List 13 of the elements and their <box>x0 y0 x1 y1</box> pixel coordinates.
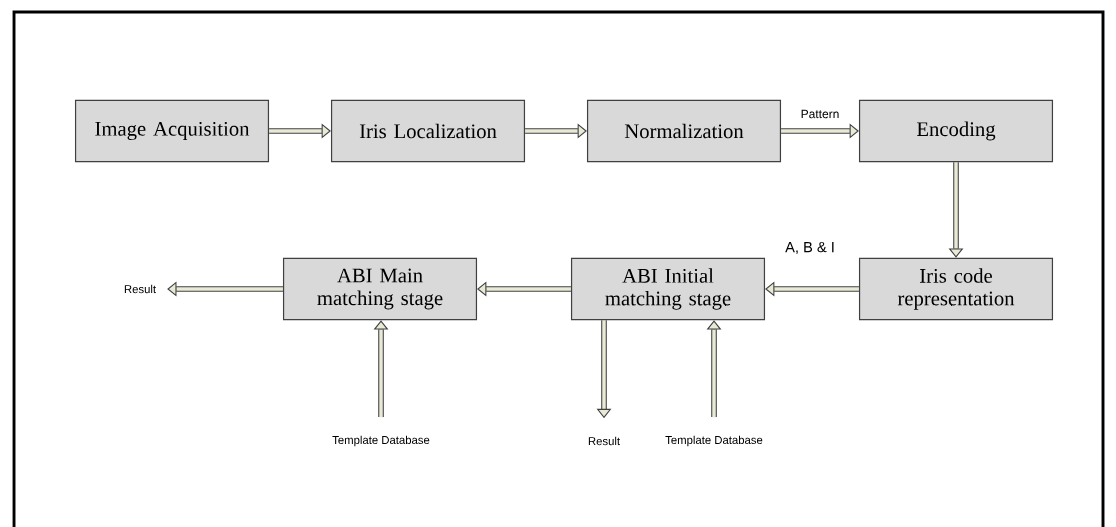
process-box: ABI Main matching stage <box>282 257 478 321</box>
process-box: Image Acquisition <box>74 99 270 163</box>
process-box: ABI Initial matching stage <box>570 257 766 321</box>
edge-label: Pattern <box>799 108 841 120</box>
text-label: Result <box>588 436 620 446</box>
text-label: Result <box>124 284 156 294</box>
edge-label: A, B & I <box>783 240 837 256</box>
process-box: Iris code representation <box>858 257 1054 321</box>
text-label: Template Database <box>665 435 763 447</box>
process-box: Normalization <box>586 99 782 163</box>
process-box: Iris Localization <box>330 99 526 163</box>
process-box: Encoding <box>858 99 1054 163</box>
text-label: Template Database <box>332 435 430 447</box>
